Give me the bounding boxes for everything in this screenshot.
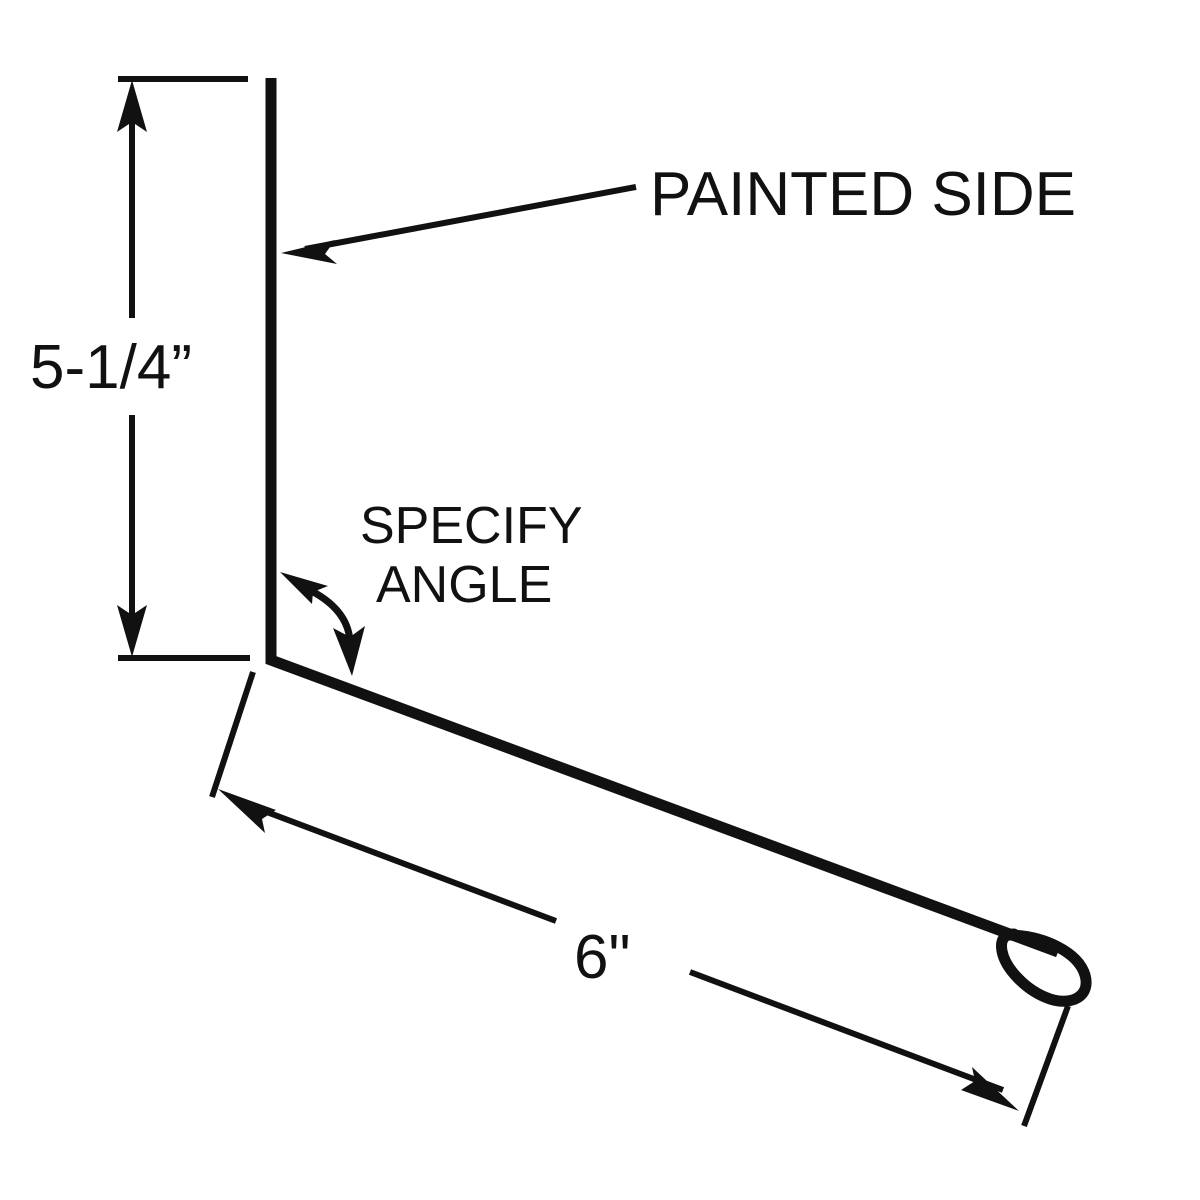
sloped-dim-extension-left — [209, 671, 256, 798]
specify-angle-label-line2: ANGLE — [376, 556, 552, 614]
specify-angle-annotation-group: SPECIFY ANGLE — [280, 497, 583, 676]
part-profile-group — [265, 78, 1092, 1007]
painted-side-leader-line — [304, 184, 637, 252]
specify-angle-arrow-lower — [333, 626, 365, 676]
hemmed-edge-loop — [996, 928, 1092, 1007]
horizontal-dimension-group: 6" — [209, 671, 1071, 1128]
vertical-dim-arrow-up — [117, 80, 147, 132]
sloped-dim-arrow-right — [961, 1067, 1019, 1111]
vertical-dimension-label: 5-1/4” — [30, 333, 192, 402]
sloped-dim-arrow-left — [218, 789, 276, 833]
vertical-dim-arrow-down — [117, 605, 147, 657]
painted-side-label: PAINTED SIDE — [650, 160, 1076, 229]
sloped-dim-line-right — [688, 969, 1005, 1093]
painted-side-leader-arrowhead — [281, 240, 337, 264]
sloped-dim-extension-right — [1021, 1004, 1071, 1128]
sloped-dim-line-left — [233, 797, 558, 924]
vertical-dimension-group: 5-1/4” — [30, 76, 250, 661]
sloped-dimension-label: 6" — [574, 923, 631, 992]
specify-angle-arrow-upper — [280, 572, 328, 604]
painted-side-annotation-group: PAINTED SIDE — [281, 160, 1076, 264]
part-profile-path — [265, 78, 1060, 958]
specify-angle-label-line1: SPECIFY — [360, 497, 583, 555]
